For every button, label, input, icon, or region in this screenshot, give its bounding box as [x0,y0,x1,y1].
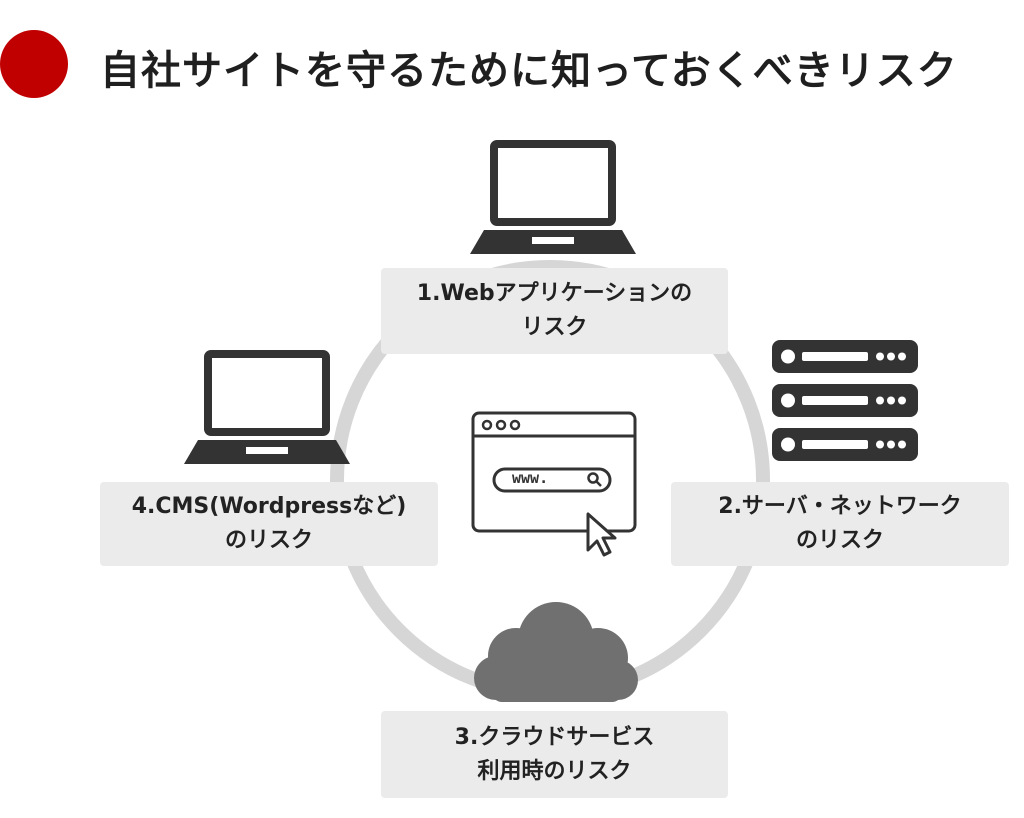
risk-label-cloud-service: 3.クラウドサービス 利用時のリスク [381,711,728,798]
laptop-icon [184,350,350,468]
risk-label-line1: 1.Webアプリケーションの [416,281,693,306]
page-title: 自社サイトを守るために知っておくべきリスク [100,48,958,94]
risk-label-server-network: 2.サーバ・ネットワーク のリスク [671,482,1009,566]
risk-label-line2: のリスク [795,528,884,553]
browser-url-text: www. [512,469,549,487]
risk-label-line2: のリスク [224,528,313,553]
title-bullet [0,30,68,98]
server-icon [770,340,920,465]
browser-window-icon: www. [470,410,640,560]
risk-label-line2: 利用時のリスク [477,758,632,784]
cloud-icon [472,600,638,702]
risk-label-web-application: 1.Webアプリケーションの リスク [381,268,728,354]
risk-label-line1: 3.クラウドサービス [454,724,655,750]
risk-label-line1: 4.CMS(Wordpressなど) [131,494,407,519]
risk-label-cms: 4.CMS(Wordpressなど) のリスク [100,482,438,566]
risk-label-line2: リスク [521,315,588,340]
laptop-icon [470,140,636,258]
risk-label-line1: 2.サーバ・ネットワーク [718,494,962,519]
